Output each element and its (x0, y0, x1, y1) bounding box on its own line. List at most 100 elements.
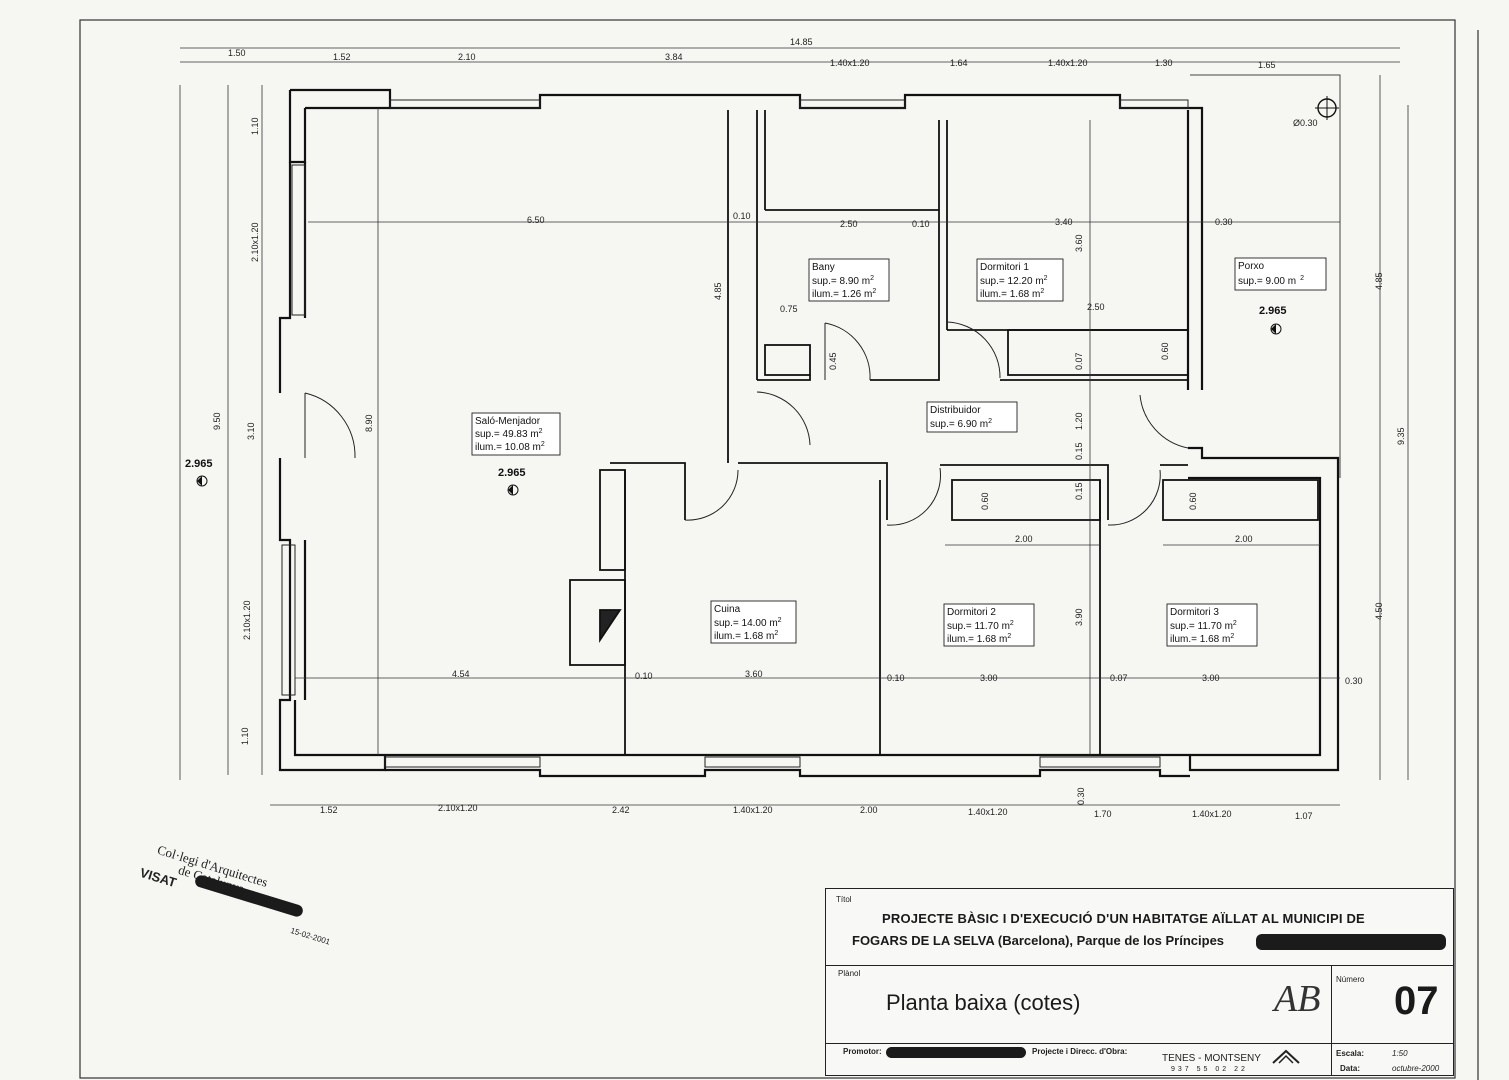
titol-label: Títol (836, 895, 852, 904)
svg-text:sup.= 14.00 m2: sup.= 14.00 m2 (714, 617, 782, 629)
svg-text:Dormitori 2: Dormitori 2 (947, 607, 996, 618)
svg-text:9.35: 9.35 (1396, 427, 1406, 445)
svg-text:ilum.= 1.68 m2: ilum.= 1.68 m2 (714, 630, 778, 642)
level-marker: 2.965 (185, 458, 213, 487)
svg-text:3.00: 3.00 (1202, 673, 1220, 683)
svg-text:Cuina: Cuina (714, 604, 741, 615)
top-dim-7: 1.30 (1155, 58, 1173, 68)
windows (281, 99, 1189, 768)
svg-text:2.50: 2.50 (840, 219, 858, 229)
svg-text:0.30: 0.30 (1215, 217, 1233, 227)
bottom-dim-6: 1.70 (1094, 809, 1112, 819)
bottom-dim-2: 2.42 (612, 805, 630, 815)
svg-text:0.15: 0.15 (1074, 442, 1084, 460)
level-marker: 2.965 (498, 467, 526, 496)
redaction (1256, 934, 1446, 950)
svg-text:4.50: 4.50 (1374, 602, 1384, 620)
svg-text:0.10: 0.10 (912, 219, 930, 229)
svg-text:ilum.= 1.26 m2: ilum.= 1.26 m2 (812, 288, 876, 300)
svg-text:0.15: 0.15 (1074, 482, 1084, 500)
svg-text:2.965: 2.965 (1259, 305, 1287, 317)
top-dim-4: 1.40x1.20 (830, 58, 870, 68)
signature: AB (1274, 978, 1321, 1020)
firm-phone: 937 55 02 22 (1171, 1066, 1248, 1073)
svg-text:3.90: 3.90 (1074, 608, 1084, 626)
bottom-dim-5: 1.40x1.20 (968, 807, 1008, 817)
svg-text:2.965: 2.965 (498, 467, 526, 479)
svg-text:sup.= 8.90 m2: sup.= 8.90 m2 (812, 275, 874, 287)
svg-text:sup.= 12.20 m2: sup.= 12.20 m2 (980, 275, 1048, 287)
interior-walls (569, 110, 1319, 755)
left-dim-4: 1.10 (240, 727, 250, 745)
bottom-dim-7: 1.40x1.20 (1192, 809, 1232, 819)
svg-text:2.50: 2.50 (1087, 302, 1105, 312)
svg-text:0.45: 0.45 (828, 352, 838, 370)
svg-text:2.00: 2.00 (1015, 534, 1033, 544)
title-block: Títol PROJECTE BÀSIC I D'EXECUCIÓ D'UN H… (825, 888, 1454, 1076)
top-dim-5: 1.64 (950, 58, 968, 68)
title-line-2: FOGARS DE LA SELVA (Barcelona), Parque d… (852, 933, 1225, 948)
svg-text:ilum.= 1.68 m2: ilum.= 1.68 m2 (980, 288, 1044, 300)
top-dim-6: 1.40x1.20 (1048, 58, 1088, 68)
top-dim-8: 1.65 (1258, 60, 1276, 70)
svg-text:Dormitori 1: Dormitori 1 (980, 262, 1029, 273)
projecte-label: Projecte i Direcc. d'Obra: (1032, 1047, 1128, 1056)
doors (304, 321, 1189, 526)
svg-text:0.30: 0.30 (1345, 676, 1363, 686)
top-dim-1: 1.52 (333, 52, 351, 62)
left-dim-0: 1.10 (250, 117, 260, 135)
title-line-1: PROJECTE BÀSIC I D'EXECUCIÓ D'UN HABITAT… (882, 911, 1365, 926)
bottom-dim-8: 1.07 (1295, 811, 1313, 821)
svg-text:4.85: 4.85 (713, 282, 723, 300)
sheet-number: 07 (1394, 979, 1439, 1023)
svg-text:3.60: 3.60 (745, 669, 763, 679)
bottom-dim-4: 2.00 (860, 805, 878, 815)
bottom-dim-0: 1.52 (320, 805, 338, 815)
svg-text:0.30: 0.30 (1076, 787, 1086, 805)
svg-text:2.965: 2.965 (185, 458, 213, 470)
room-label-cuina: Cuina sup.= 14.00 m2 ilum.= 1.68 m2 (710, 600, 797, 644)
svg-text:Dormitori 3: Dormitori 3 (1170, 607, 1219, 618)
escala-value: 1:50 (1392, 1049, 1408, 1058)
room-label-bany: Bany sup.= 8.90 m2 ilum.= 1.26 m2 (808, 258, 890, 302)
svg-text:0.75: 0.75 (780, 304, 798, 314)
svg-text:ilum.= 1.68 m2: ilum.= 1.68 m2 (1170, 633, 1234, 645)
left-dim-1: 2.10x1.20 (250, 222, 260, 262)
svg-text:6.50: 6.50 (527, 215, 545, 225)
plan-name: Planta baixa (cotes) (886, 990, 1081, 1015)
top-dim-3: 3.84 (665, 52, 683, 62)
svg-text:sup.= 49.83 m2: sup.= 49.83 m2 (475, 428, 543, 440)
svg-text:ilum.= 1.68 m2: ilum.= 1.68 m2 (947, 633, 1011, 645)
svg-text:3.40: 3.40 (1055, 217, 1073, 227)
firm-logo-icon (1272, 1049, 1300, 1064)
svg-text:ilum.= 10.08 m2: ilum.= 10.08 m2 (475, 441, 545, 453)
svg-text:0.10: 0.10 (733, 211, 751, 221)
svg-text:4.54: 4.54 (452, 669, 470, 679)
top-dim-0: 1.50 (228, 48, 246, 58)
svg-text:0.07: 0.07 (1110, 673, 1128, 683)
data-label: Data: (1340, 1064, 1361, 1073)
svg-text:0.60: 0.60 (1160, 342, 1170, 360)
svg-text:0.10: 0.10 (635, 671, 653, 681)
bottom-dim-3: 1.40x1.20 (733, 805, 773, 815)
room-label-dormitori-2: Dormitori 2 sup.= 11.70 m2 ilum.= 1.68 m… (943, 603, 1035, 647)
svg-text:sup.= 6.90 m2: sup.= 6.90 m2 (930, 418, 992, 430)
svg-text:3.00: 3.00 (980, 673, 998, 683)
svg-text:8.90: 8.90 (364, 414, 374, 432)
planol-label: Plànol (838, 969, 861, 978)
svg-text:0.60: 0.60 (1188, 492, 1198, 510)
room-label-dormitori-1: Dormitori 1 sup.= 12.20 m2 ilum.= 1.68 m… (976, 258, 1064, 302)
dimension-lines (179, 47, 1409, 806)
left-dim-3: 2.10x1.20 (242, 600, 252, 640)
svg-text:9.50: 9.50 (212, 412, 222, 430)
svg-text:sup.= 11.70 m2: sup.= 11.70 m2 (947, 620, 1014, 632)
left-dim-2: 3.10 (246, 422, 256, 440)
top-dim-2: 2.10 (458, 52, 476, 62)
data-value: octubre-2000 (1392, 1064, 1440, 1073)
room-label-salo: Saló-Menjador sup.= 49.83 m2 ilum.= 10.0… (471, 412, 561, 456)
svg-text:3.60: 3.60 (1074, 234, 1084, 252)
escala-label: Escala: (1336, 1049, 1365, 1058)
column-label: Ø0.30 (1293, 118, 1318, 128)
svg-text:14.85: 14.85 (790, 37, 813, 47)
